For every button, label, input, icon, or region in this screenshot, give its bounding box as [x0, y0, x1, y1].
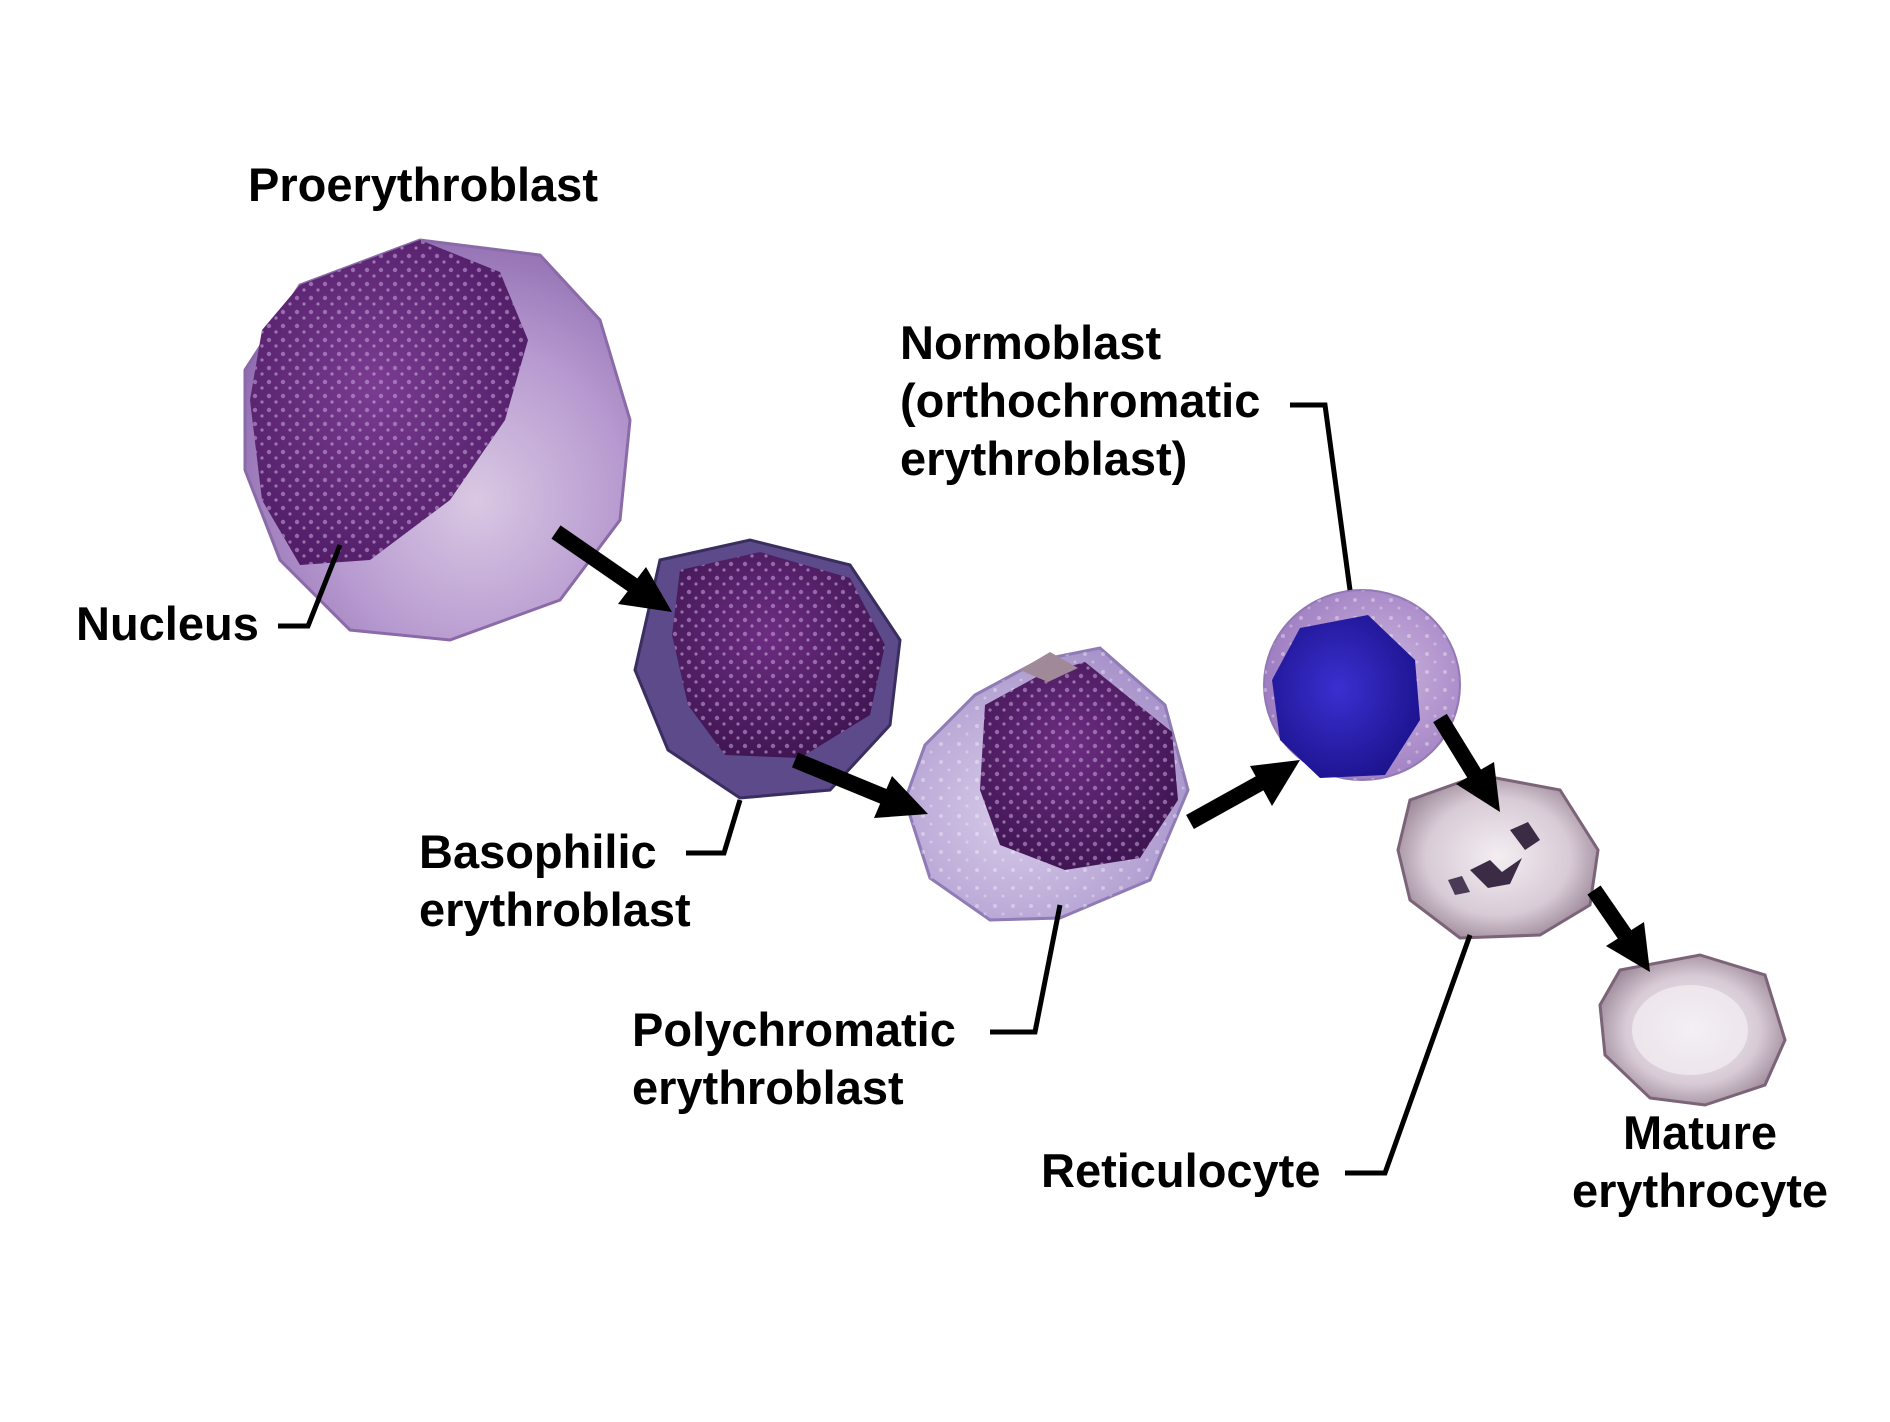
label-basophilic-erythroblast: Basophilic erythroblast — [419, 823, 691, 939]
reticulocyte-cell — [1396, 773, 1600, 940]
label-normoblast: Normoblast (orthochromatic erythroblast) — [900, 314, 1260, 488]
polychromatic-erythroblast-cell — [903, 646, 1190, 922]
mature-erythrocyte-cell — [1598, 953, 1787, 1107]
label-polychromatic-line2: erythroblast — [632, 1061, 904, 1114]
label-reticulocyte: Reticulocyte — [1041, 1144, 1321, 1197]
label-normoblast-line2: (orthochromatic — [900, 374, 1261, 427]
label-polychromatic-line1: Polychromatic — [632, 1003, 956, 1056]
leader-polychromatic — [990, 904, 1063, 1035]
label-basophilic-line2: erythroblast — [419, 883, 691, 936]
proerythroblast-cell — [243, 238, 632, 642]
leader-basophilic — [686, 799, 743, 856]
label-nucleus: Nucleus — [76, 597, 259, 650]
normoblast-cell — [1263, 589, 1461, 781]
arrow-2-icon — [791, 752, 928, 818]
arrow-1-icon — [551, 525, 672, 612]
arrow-3-icon — [1186, 760, 1300, 829]
leader-nucleus — [278, 544, 343, 629]
label-polychromatic-erythroblast: Polychromatic erythroblast — [632, 1001, 956, 1117]
label-basophilic-line1: Basophilic — [419, 825, 657, 878]
label-mature-line2: erythrocyte — [1572, 1164, 1828, 1217]
arrow-4-icon — [1433, 713, 1500, 812]
label-mature-line1: Mature — [1622, 1106, 1778, 1159]
label-normoblast-line3: erythroblast) — [900, 432, 1188, 485]
leader-reticulocyte — [1345, 934, 1473, 1176]
leader-normoblast — [1290, 402, 1353, 591]
label-mature-erythrocyte: Mature erythrocyte — [1560, 1104, 1840, 1220]
basophilic-erythroblast-cell — [633, 538, 902, 800]
arrow-5-icon — [1587, 885, 1650, 972]
label-normoblast-line1: Normoblast — [900, 316, 1162, 369]
label-proerythroblast: Proerythroblast — [248, 158, 598, 211]
